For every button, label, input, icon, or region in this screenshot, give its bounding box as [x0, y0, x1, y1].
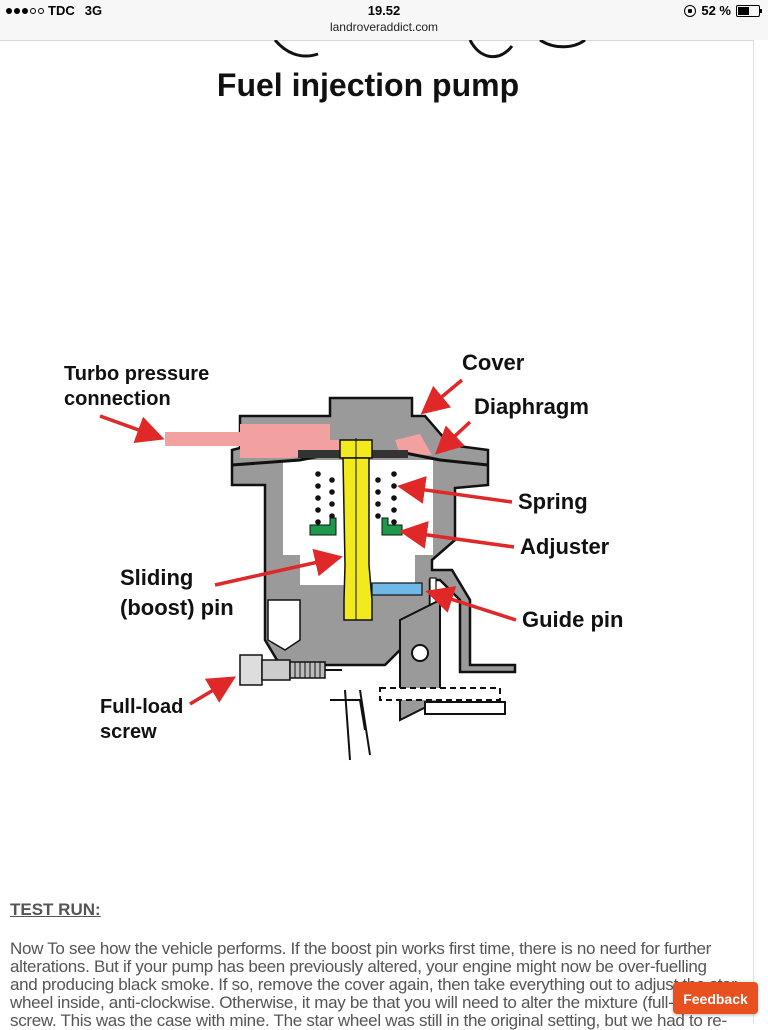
label-turbo-line2: connection — [64, 388, 171, 410]
label-fullload-line2: screw — [100, 721, 157, 743]
boost-pin — [339, 438, 373, 621]
full-load-screw — [239, 654, 342, 686]
battery-percent: 52 % — [701, 3, 731, 18]
arrow-diaphragm — [434, 420, 472, 455]
rotation-lock-icon — [684, 4, 697, 17]
label-sliding-line2: (boost) pin — [120, 595, 234, 620]
paragraph-line: Now To see how the vehicle performs. If … — [10, 939, 712, 958]
label-guide-pin: Guide pin — [522, 607, 623, 632]
address-bar-url[interactable]: landroveraddict.com — [329, 20, 439, 34]
battery-icon — [736, 4, 762, 17]
diagram-title: Fuel injection pump — [217, 67, 519, 103]
section-heading: TEST RUN: — [10, 900, 101, 919]
turbo-pressure-chamber — [165, 424, 432, 458]
paragraph-line: and producing black smoke. If so, remove… — [10, 975, 737, 994]
arrow-sliding-pin — [214, 548, 343, 587]
label-cover: Cover — [462, 350, 525, 375]
paragraph-line: wheel inside, anti-clockwise. Otherwise,… — [10, 993, 710, 1012]
spring-coils — [315, 471, 397, 525]
label-sliding-line1: Sliding — [120, 565, 193, 590]
label-turbo-line1: Turbo pressure — [64, 363, 209, 385]
arrow-adjuster — [399, 521, 515, 549]
signal-strength-icon — [6, 7, 44, 14]
page-scrollbar[interactable] — [753, 40, 768, 1024]
fuel-pump-diagram: Fuel injection pump — [64, 40, 623, 761]
article-body: TEST RUN: Now To see how the vehicle per… — [10, 900, 754, 1030]
label-diaphragm: Diaphragm — [474, 394, 589, 419]
label-adjuster: Adjuster — [520, 534, 610, 559]
lever-linkage — [330, 598, 506, 761]
article-paragraph: Now To see how the vehicle performs. If … — [10, 940, 754, 1030]
arrow-full-load — [189, 676, 237, 706]
arrow-cover — [420, 378, 464, 415]
guide-pin — [371, 582, 423, 596]
carrier-info: TDC 3G — [6, 3, 102, 18]
cropped-drawing-top — [273, 40, 586, 58]
carrier-name: TDC — [48, 3, 75, 18]
arrow-turbo — [99, 414, 165, 444]
callout-arrows — [99, 378, 517, 706]
arrow-spring — [397, 476, 513, 504]
network-type: 3G — [84, 3, 103, 18]
paragraph-line: alterations. But if your pump has been p… — [10, 957, 707, 976]
arrow-guide-pin — [425, 586, 517, 622]
label-fullload-line1: Full-load — [100, 696, 183, 718]
label-spring: Spring — [518, 489, 588, 514]
battery-info: 52 % — [684, 3, 762, 18]
clock: 19.52 — [367, 3, 401, 18]
feedback-button[interactable]: Feedback — [673, 982, 758, 1014]
status-bar: TDC 3G 19.52 landroveraddict.com 52 % — [0, 0, 768, 41]
paragraph-line: screw. This was the case with mine. The … — [10, 1011, 727, 1030]
